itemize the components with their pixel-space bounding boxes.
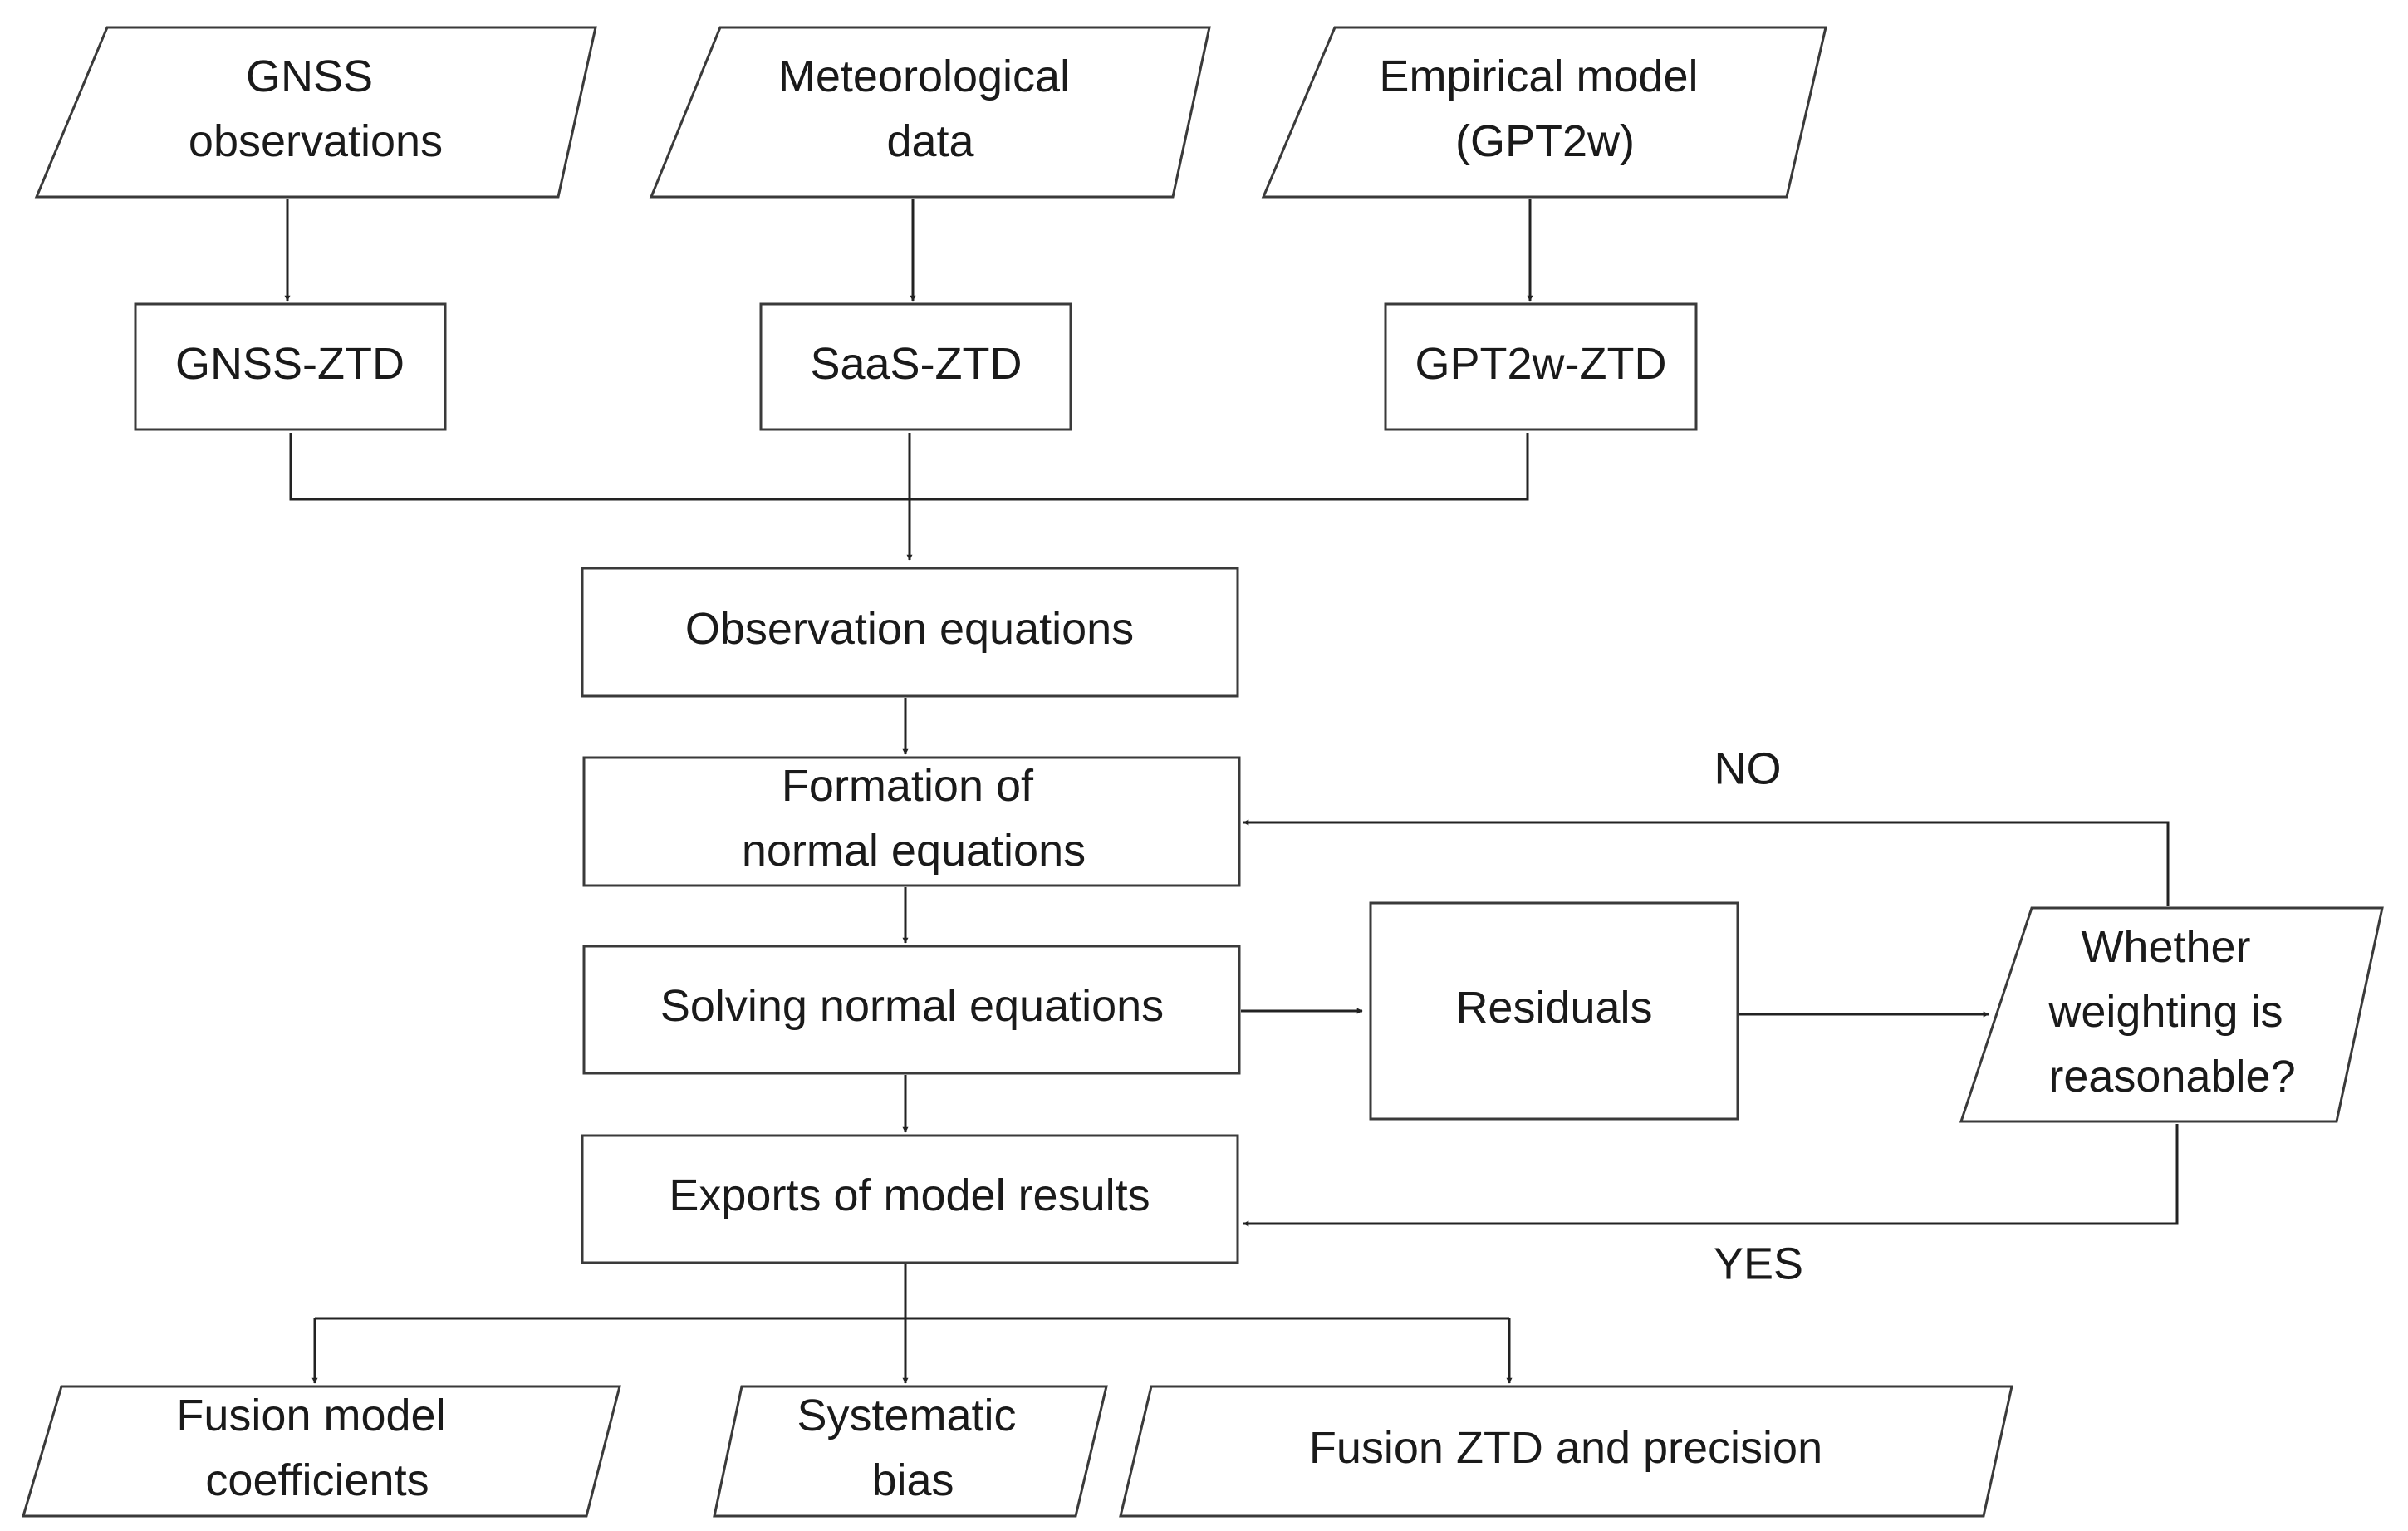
- node-label-formation-normal-equations: Formation of normal equations: [742, 761, 1086, 876]
- node-label-gpt2w-ztd: GPT2w-ZTD: [1415, 339, 1667, 389]
- node-empirical-model: Empirical model (GPT2w): [1261, 26, 1827, 199]
- gnss-observations-shape: [34, 26, 597, 199]
- node-label-meteorological-data: Meteorological data: [778, 52, 1082, 166]
- node-exports-model-results: Exports of model results: [581, 1134, 1239, 1264]
- node-systematic-bias: Systematic bias: [713, 1385, 1108, 1518]
- edge-label-yes: YES: [1714, 1239, 1803, 1288]
- gnss-ztd-shape: [134, 302, 447, 431]
- node-label-exports-model-results: Exports of model results: [669, 1170, 1150, 1220]
- nodes: GNSS observations Meteorological data Em…: [21, 26, 2384, 1518]
- edges: [284, 199, 2179, 1384]
- node-label-gnss-observations: GNSS observations: [189, 52, 443, 166]
- node-gpt2w-ztd: GPT2w-ZTD: [1384, 302, 1698, 431]
- empirical-model-shape: [1261, 26, 1827, 199]
- fusion-model-coefficients-shape: [21, 1385, 621, 1518]
- node-gnss-observations: GNSS observations: [34, 26, 597, 199]
- node-fusion-model-coefficients: Fusion model coefficients: [21, 1385, 621, 1518]
- node-label-fusion-ztd-precision: Fusion ZTD and precision: [1309, 1423, 1822, 1473]
- node-label-systematic-bias: Systematic bias: [797, 1391, 1028, 1505]
- edge-label-no: NO: [1714, 743, 1782, 793]
- node-meteorological-data: Meteorological data: [649, 26, 1211, 199]
- node-label-whether-weighting-reasonable: Whether weighting is reasonable?: [2048, 922, 2295, 1102]
- node-label-empirical-model: Empirical model (GPT2w): [1379, 52, 1710, 166]
- node-label-fusion-model-coefficients: Fusion model coefficients: [176, 1391, 458, 1505]
- node-solving-normal-equations: Solving normal equations: [582, 945, 1241, 1075]
- gpt2w-ztd-shape: [1384, 302, 1698, 431]
- node-whether-weighting-reasonable: Whether weighting is reasonable?: [1959, 906, 2384, 1123]
- node-residuals: Residuals: [1369, 901, 1739, 1121]
- formation-normal-equations-shape: [582, 756, 1241, 887]
- edge-whether-yes-to-exports: [1243, 1124, 2179, 1227]
- node-fusion-ztd-precision: Fusion ZTD and precision: [1119, 1385, 2013, 1518]
- saas-ztd-shape: [759, 302, 1072, 431]
- node-saas-ztd: SaaS-ZTD: [759, 302, 1072, 431]
- node-label-gnss-ztd: GNSS-ZTD: [175, 339, 405, 389]
- node-observation-equations: Observation equations: [581, 567, 1239, 698]
- node-label-residuals: Residuals: [1455, 983, 1652, 1033]
- meteorological-data-shape: [649, 26, 1211, 199]
- exports-model-results-shape: [581, 1134, 1239, 1264]
- node-label-observation-equations: Observation equations: [685, 604, 1134, 654]
- node-label-saas-ztd: SaaS-ZTD: [810, 339, 1022, 389]
- node-label-solving-normal-equations: Solving normal equations: [660, 981, 1164, 1031]
- edge-whether-no-to-formation: [1243, 819, 2170, 906]
- residuals-shape: [1369, 901, 1739, 1121]
- node-formation-normal-equations: Formation of normal equations: [582, 756, 1241, 887]
- whether-weighting-reasonable-shape: [1959, 906, 2384, 1123]
- node-gnss-ztd: GNSS-ZTD: [134, 302, 447, 431]
- fusion-ztd-precision-shape: [1119, 1385, 2013, 1518]
- observation-equations-shape: [581, 567, 1239, 698]
- solving-normal-equations-shape: [582, 945, 1241, 1075]
- systematic-bias-shape: [713, 1385, 1108, 1518]
